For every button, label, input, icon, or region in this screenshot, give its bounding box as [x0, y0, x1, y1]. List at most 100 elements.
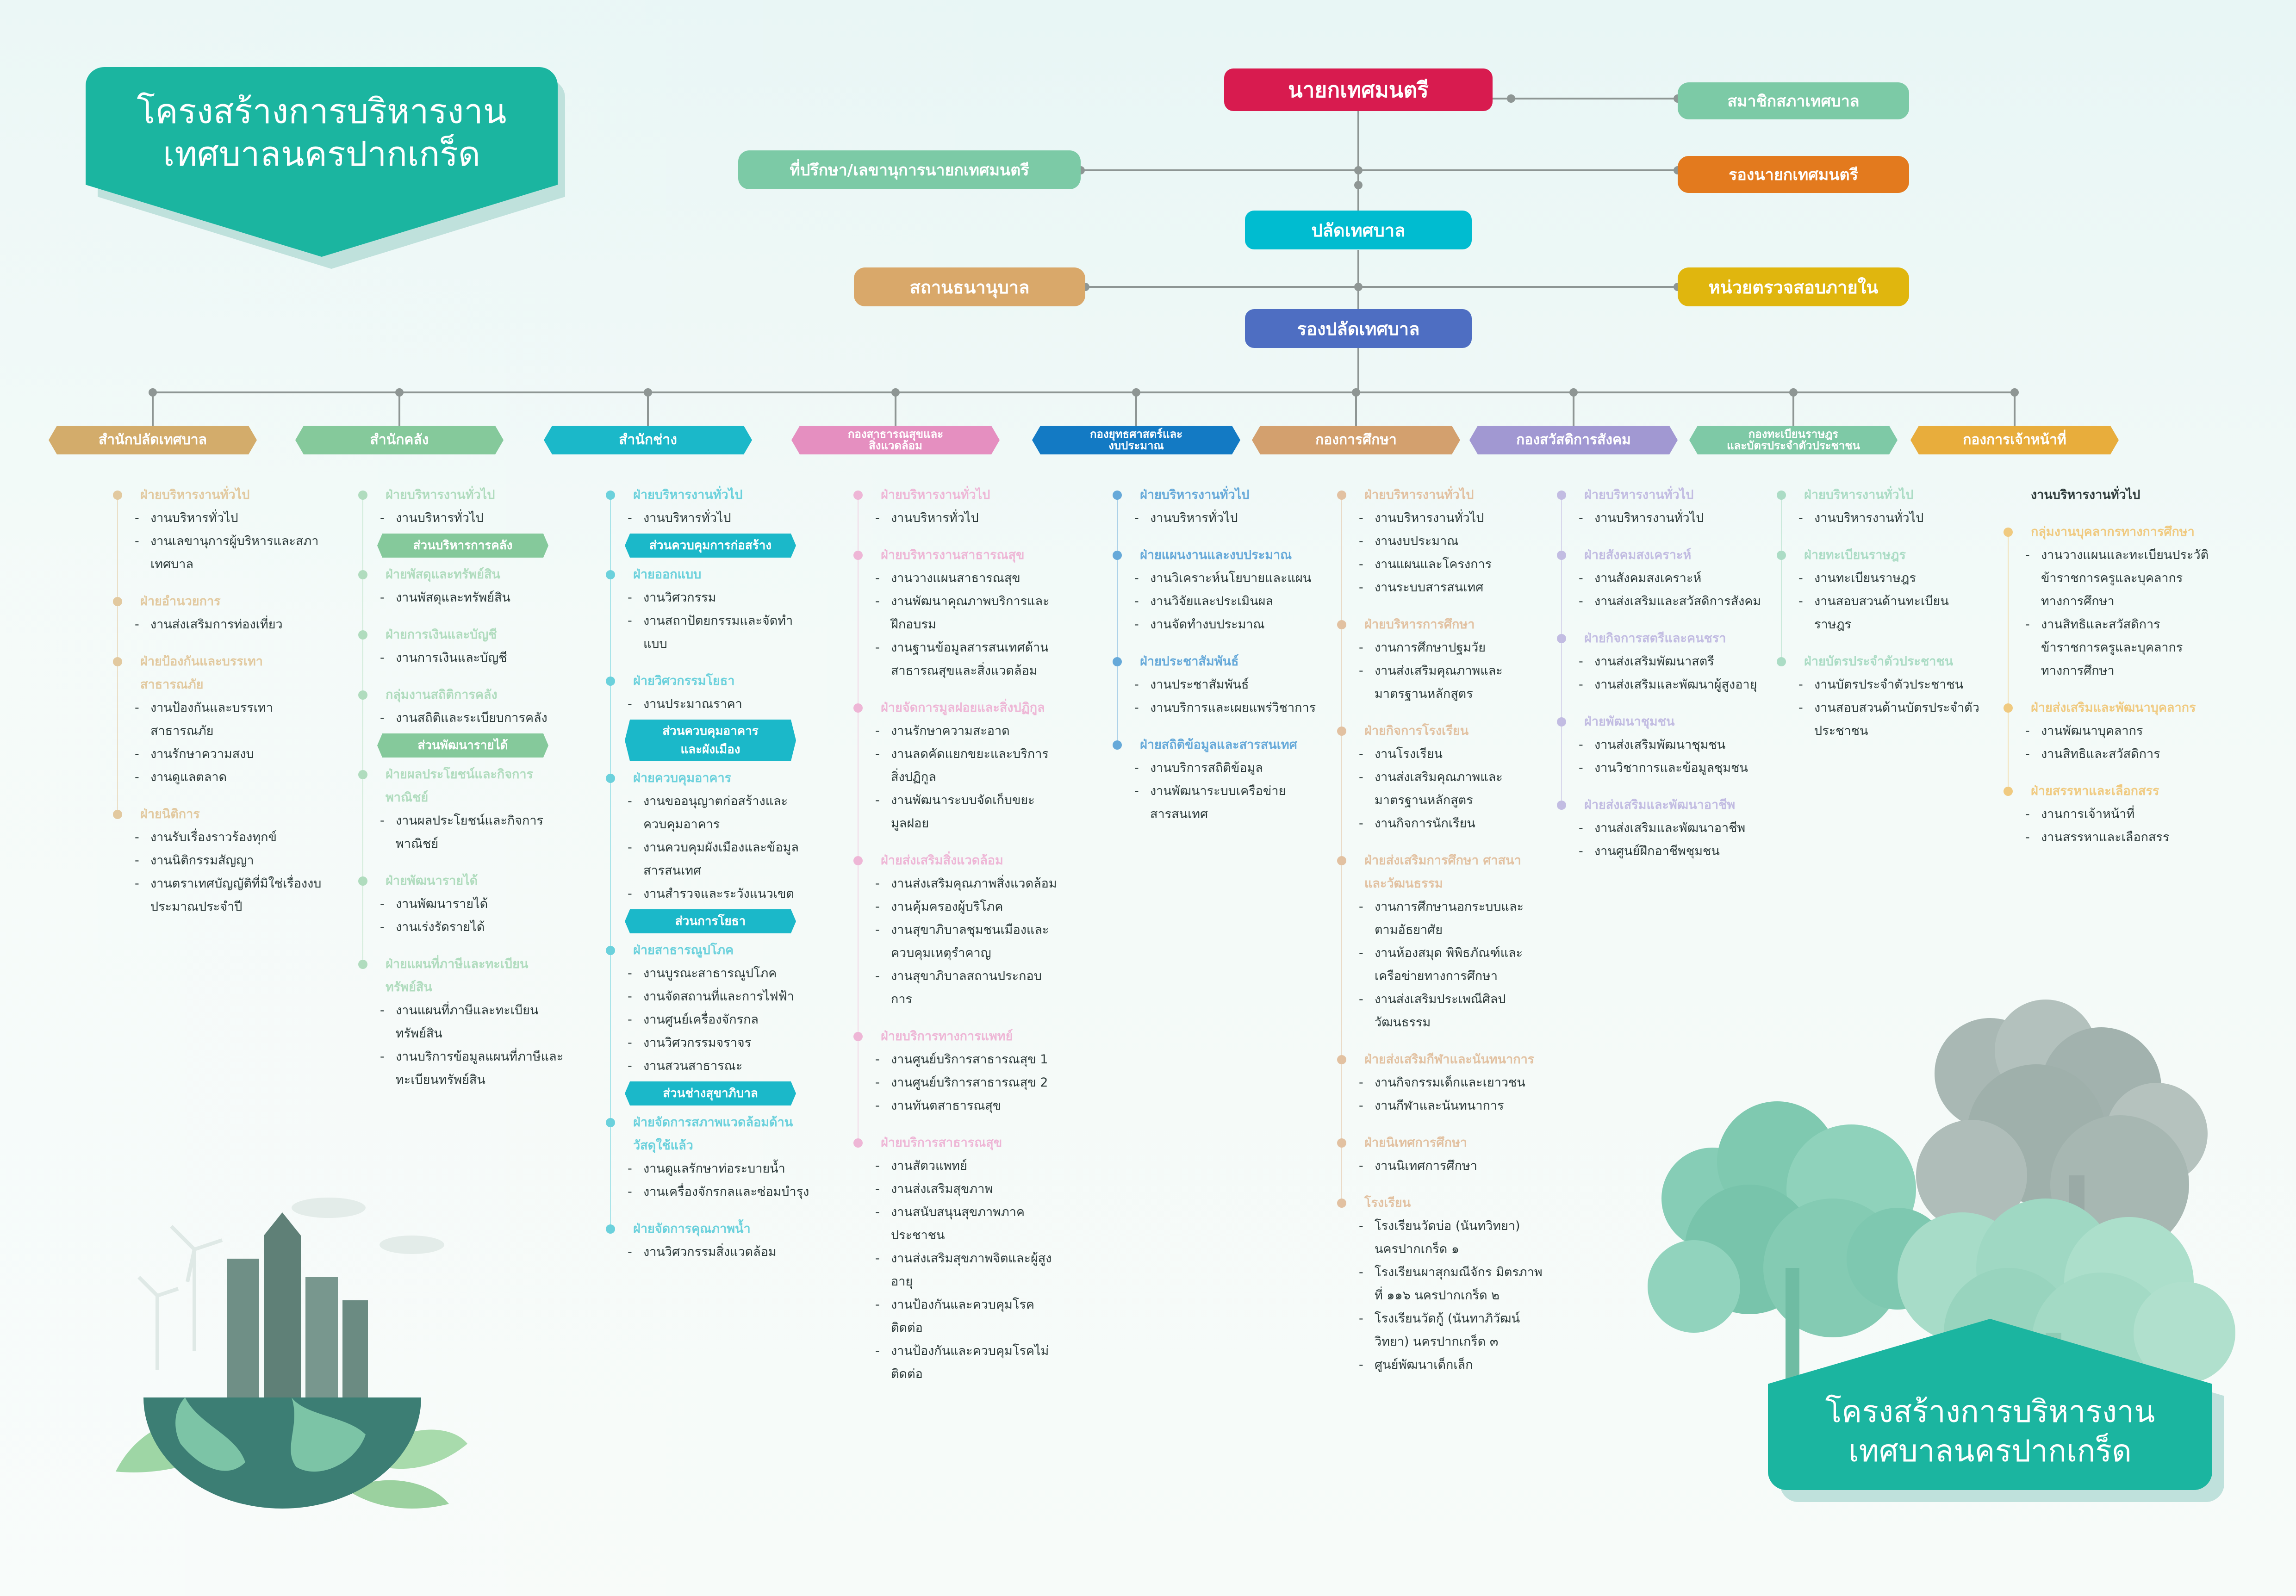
task-item: -งานบริหารงานทั่วไป — [1328, 507, 1546, 530]
task-label: งานบูรณะสาธารณูปโภค — [643, 966, 777, 981]
task-item: -งานสิทธิและสวัสดิการข้าราชการครูและบุคล… — [1995, 613, 2212, 683]
task-item: -งานบริหารงานทั่วไป — [1548, 507, 1766, 530]
department-header: กองยุทธศาสตร์และงบประมาณ — [1032, 426, 1240, 454]
section-label: ฝ่ายบริการทางการแพทย์ — [881, 1029, 1013, 1043]
bullet-dot-icon — [606, 774, 615, 783]
bullet-dot-icon — [113, 597, 122, 606]
dash-glyph: - — [135, 701, 139, 715]
spacer — [845, 683, 1062, 696]
task-item: -งานการศึกษาปฐมวัย — [1328, 636, 1546, 659]
dash-glyph: - — [380, 590, 385, 605]
section-label: ฝ่ายบริหารการศึกษา — [1364, 617, 1475, 632]
section-node: ฝ่ายส่งเสริมกีฬาและนันทนาการ — [1328, 1048, 1546, 1071]
task-item: -งานทะเบียนราษฎร — [1768, 567, 1985, 590]
task-label: งานสถิติและระเบียบการคลัง — [396, 711, 548, 725]
dash-glyph: - — [875, 1205, 880, 1219]
department-name-line: สิ่งแวดล้อม — [869, 439, 922, 452]
spacer — [845, 1118, 1062, 1131]
section-node: ฝ่ายนิเทศการศึกษา — [1328, 1131, 1546, 1155]
task-item: -งานวางแผนและทะเบียนประวัติข้าราชการครูแ… — [1995, 544, 2212, 613]
dash-glyph: - — [135, 617, 139, 632]
task-label: งานส่งเสริมการท่องเที่ยว — [150, 617, 283, 632]
task-label: งานสวนสาธารณะ — [643, 1059, 743, 1073]
task-item: -งานผลประโยชน์และกิจการพาณิชย์ — [349, 809, 567, 856]
dash-glyph: - — [1359, 900, 1363, 914]
task-label: งานการศึกษาปฐมวัย — [1375, 640, 1486, 655]
section-node: ฝ่ายจัดการสภาพแวดล้อมด้านวัสดุใช้แล้ว — [597, 1111, 815, 1157]
dash-glyph: - — [628, 1185, 632, 1199]
bullet-dot-icon — [853, 703, 863, 713]
task-label: งานนิเทศการศึกษา — [1375, 1159, 1477, 1173]
task-label: งานพัฒนารายได้ — [396, 897, 488, 911]
section-label: ฝ่ายบริหารงานทั่วไป — [1584, 488, 1694, 502]
section-label: ฝ่ายออกแบบ — [633, 567, 702, 582]
spacer — [1548, 613, 1766, 627]
section-label: โรงเรียน — [1364, 1196, 1411, 1210]
section-label: ฝ่ายจัดการสภาพแวดล้อมด้านวัสดุใช้แล้ว — [633, 1115, 793, 1153]
dash-glyph: - — [628, 966, 632, 981]
task-label: งานบริหารทั่วไป — [150, 511, 238, 525]
section-label: ฝ่ายนิเทศการศึกษา — [1364, 1136, 1467, 1150]
spacer — [1995, 683, 2212, 696]
task-label: งานส่งเสริมและพัฒนาผู้สูงอายุ — [1594, 677, 1757, 692]
section-label: ฝ่ายสาธารณูปโภค — [633, 943, 734, 957]
bullet-dot-icon — [358, 770, 367, 779]
task-item: -งานพัฒนารายได้ — [349, 893, 567, 916]
bullet-dot-icon — [1337, 620, 1346, 629]
task-item: -งานขออนุญาตก่อสร้างและควบคุมอาคาร — [597, 790, 815, 836]
spacer — [1995, 766, 2212, 780]
task-item: -งานสถาปัตยกรรมและจัดทำแบบ — [597, 609, 815, 656]
bullet-dot-icon — [1557, 551, 1566, 560]
bullet-dot-icon — [1557, 634, 1566, 643]
task-label: งานกิจการนักเรียน — [1375, 816, 1475, 831]
task-label: งานรักษาความสงบ — [150, 747, 254, 761]
task-item: -งานวิชาการและข้อมูลชุมชน — [1548, 757, 1766, 780]
bullet-dot-icon — [358, 876, 367, 886]
title-line-1: โครงสร้างการบริหารงาน — [1825, 1394, 2155, 1429]
task-label: งานเลขานุการผู้บริหารและสภาเทศบาล — [150, 534, 319, 571]
section-label: ฝ่ายบริหารงานทั่วไป — [1140, 488, 1250, 502]
section-node: ฝ่ายกิจการโรงเรียน — [1328, 720, 1546, 743]
section-node: ฝ่ายบริหารงานทั่วไป — [1768, 484, 1985, 507]
section-node: ฝ่ายบริหารการศึกษา — [1328, 613, 1546, 636]
dash-glyph: - — [135, 534, 139, 548]
dash-glyph: - — [875, 923, 880, 937]
department-name-line: กองสวัสดิการสังคม — [1516, 432, 1631, 448]
task-item: -งานสวนสาธารณะ — [597, 1055, 815, 1078]
dash-glyph: - — [1579, 844, 1583, 858]
spacer — [845, 835, 1062, 849]
section-node: ฝ่ายบริหารงานทั่วไป — [845, 484, 1062, 507]
section-label: ฝ่ายผลประโยชน์และกิจการพาณิชย์ — [386, 767, 534, 805]
task-label: งานการศึกษานอกระบบและตามอัธยาศัย — [1375, 900, 1524, 937]
bullet-dot-icon — [2004, 703, 2013, 713]
section-label: ฝ่ายส่งเสริมสิ่งแวดล้อม — [881, 853, 1003, 868]
department-header: กองการเจ้าหน้าที่ — [1910, 426, 2119, 454]
council-box: สมาชิกสภาเทศบาล — [1678, 82, 1909, 119]
task-label: งานบริหารงานทั่วไป — [1594, 511, 1704, 525]
task-label: งานป้องกันและควบคุมโรคไม่ติดต่อ — [891, 1344, 1049, 1381]
dash-glyph: - — [2025, 548, 2030, 562]
task-item: -งานบูรณะสาธารณูปโภค — [597, 962, 815, 985]
bullet-dot-icon — [606, 946, 615, 955]
dash-glyph: - — [380, 711, 385, 725]
task-item: -งานรักษาความสงบ — [104, 743, 322, 766]
task-label: งานเร่งรัดรายได้ — [396, 920, 485, 934]
spacer — [1328, 1034, 1546, 1048]
section-label: ฝ่ายประชาสัมพันธ์ — [1140, 654, 1239, 669]
section-node: ฝ่ายสรรหาและเลือกสรร — [1995, 780, 2212, 803]
spacer — [1328, 599, 1546, 613]
dash-glyph: - — [628, 989, 632, 1004]
dash-glyph: - — [1798, 571, 1803, 585]
mayor-box: นายกเทศมนตรี — [1224, 68, 1493, 111]
section-node: ฝ่ายบริหารงานทั่วไป — [1328, 484, 1546, 507]
dash-glyph: - — [1359, 946, 1363, 960]
dash-glyph: - — [380, 920, 385, 934]
section-label: ฝ่ายทะเบียนราษฎร — [1804, 548, 1906, 562]
task-item: -งานสนับสนุนสุขภาพภาคประชาชน — [845, 1201, 1062, 1247]
task-label: งานวิชาการและข้อมูลชุมชน — [1594, 761, 1748, 775]
department-column: ฝ่ายบริหารงานทั่วไป-งานบริหารทั่วไปส่วนบ… — [349, 484, 567, 1092]
section-label: ฝ่ายกิจการโรงเรียน — [1364, 724, 1469, 738]
junction-dot — [1569, 388, 1578, 397]
dash-glyph: - — [1798, 511, 1803, 525]
task-label: งานบริการสถิติข้อมูล — [1150, 761, 1263, 775]
